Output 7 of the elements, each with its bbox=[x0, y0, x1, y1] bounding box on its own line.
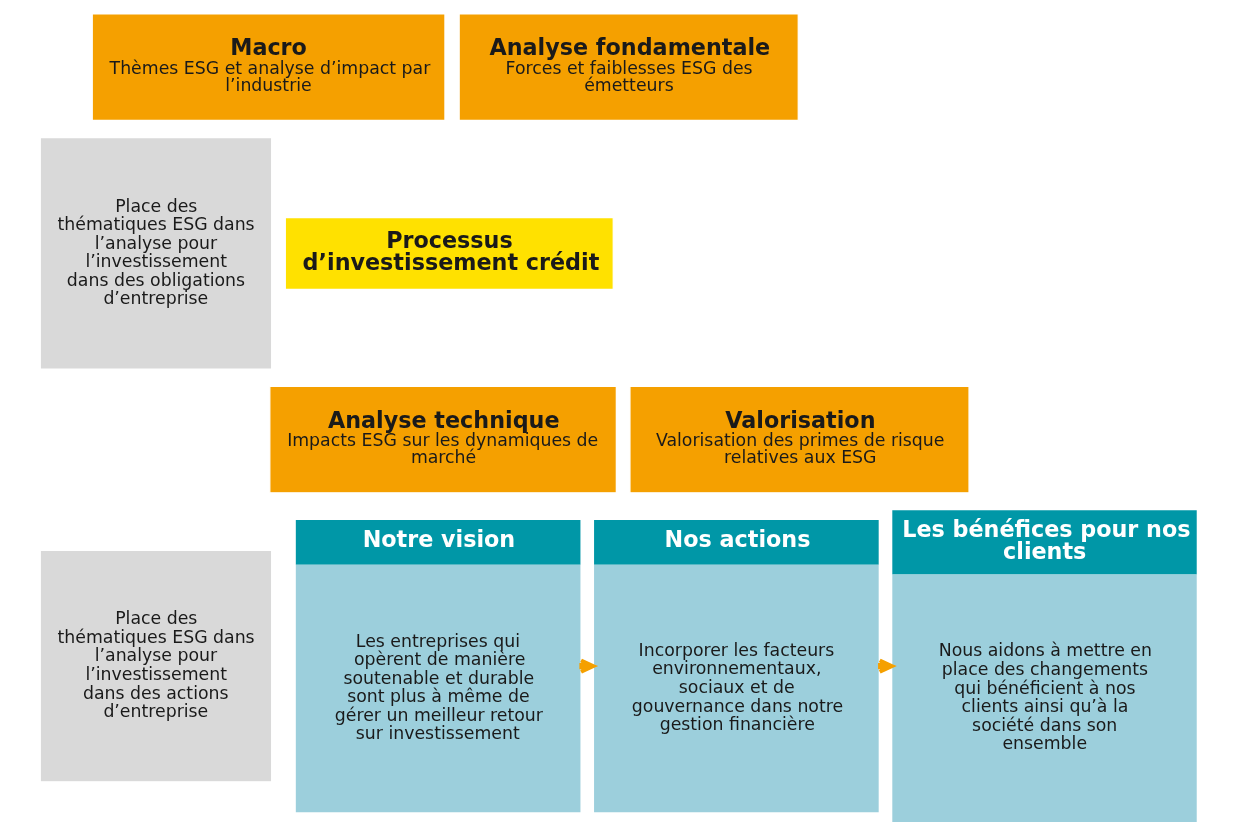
node-box: Analyse fondamentale Forces et faiblesses ESG des émetteurs bbox=[458, 12, 799, 121]
node-box: Place des thématiques ESG dans l’analyse pour l’investissement dans des obligations d’entreprise bbox=[39, 136, 273, 370]
node-box: Place des thématiques ESG dans l’analyse pour l’investissement dans des actions d’entreprise bbox=[39, 549, 273, 782]
node-box: Processus d’investissement crédit bbox=[284, 216, 614, 290]
node-box: Analyse technique Impacts ESG sur les dynamiques de marché bbox=[269, 385, 617, 493]
node-box: Macro Thèmes ESG et analyse d’impact par l’industrie bbox=[91, 12, 446, 121]
node-box: Valorisation Valorisation des primes de risque relatives aux ESG bbox=[629, 385, 970, 493]
